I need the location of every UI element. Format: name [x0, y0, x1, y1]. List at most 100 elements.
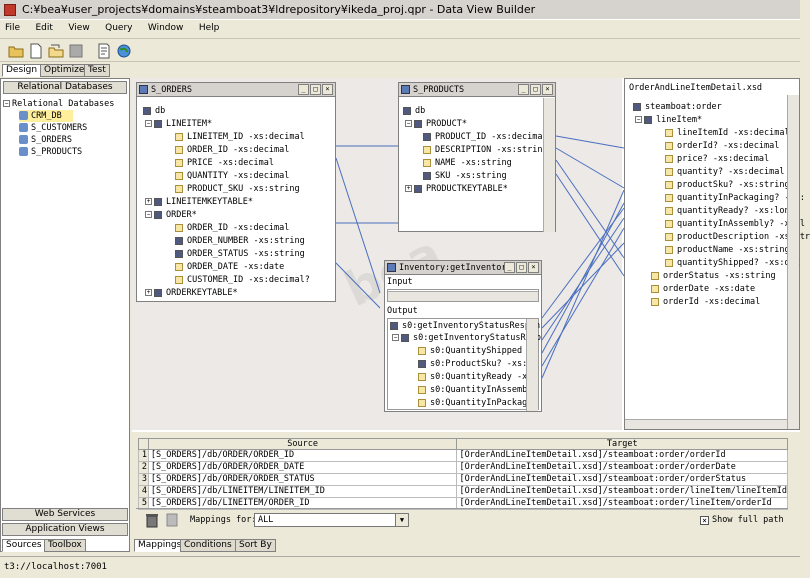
tab-conditions[interactable]: Conditions — [180, 539, 236, 552]
input-box[interactable] — [387, 289, 539, 302]
tree-field[interactable]: ORDER_ID -xs:decimal — [175, 144, 289, 156]
maximize-button[interactable]: □ — [530, 84, 541, 95]
close-button[interactable]: × — [528, 262, 539, 273]
tree-field[interactable]: productName -xs:string — [665, 244, 790, 256]
tree-field[interactable]: price? -xs:decimal — [665, 153, 769, 165]
vertical-scrollbar[interactable] — [543, 98, 555, 232]
output-box[interactable]: s0:getInventoryStatusRespon −s0:getInven… — [387, 318, 541, 411]
show-full-path-checkbox[interactable]: × — [700, 516, 709, 525]
tree-item-crm-db[interactable]: CRM_DB — [19, 110, 73, 122]
table-row[interactable]: 3[S_ORDERS]/db/ORDER/ORDER_STATUS[OrderA… — [138, 473, 788, 486]
tree-field[interactable]: QUANTITY -xs:decimal — [175, 170, 289, 182]
tree-field[interactable]: DESCRIPTION -xs:string — [423, 144, 548, 156]
tree-field[interactable]: s0:ProductSku? -xs:st — [418, 358, 537, 370]
source-cell[interactable]: [S_ORDERS]/db/ORDER/ORDER_DATE — [147, 461, 458, 474]
inventory-title-bar[interactable]: Inventory:getInventor _□× — [385, 261, 541, 275]
tree-node-order[interactable]: −ORDER* — [145, 210, 197, 220]
tree-field[interactable]: s0:QuantityInPackagi — [418, 397, 532, 409]
minimize-button[interactable]: _ — [298, 84, 309, 95]
close-button[interactable]: × — [542, 84, 553, 95]
tree-field[interactable]: orderId? -xs:decimal — [665, 140, 779, 152]
source-cell[interactable]: [S_ORDERS]/db/ORDER/ORDER_STATUS — [147, 473, 458, 486]
tree-item-s-orders[interactable]: S_ORDERS — [19, 134, 129, 146]
vertical-scrollbar[interactable] — [787, 95, 799, 429]
trash-icon[interactable] — [144, 512, 160, 528]
tree-node-orderkeytable[interactable]: +ORDERKEYTABLE* — [145, 288, 238, 298]
tree-field[interactable]: s0:QuantityReady -xs — [418, 371, 532, 383]
tree-item-s-customers[interactable]: S_CUSTOMERS — [19, 122, 129, 134]
tree-item-s-products[interactable]: S_PRODUCTS — [19, 146, 129, 158]
tree-field[interactable]: PRICE -xs:decimal — [175, 157, 274, 169]
tree-node-lineitem[interactable]: −lineItem* — [635, 115, 703, 125]
tree-node-steamboat-order[interactable]: steamboat:order — [633, 101, 722, 113]
tree-field[interactable]: orderStatus -xs:string — [651, 270, 776, 282]
tab-optimize[interactable]: Optimize — [40, 64, 89, 77]
target-cell[interactable]: [OrderAndLineItemDetail.xsd]/steamboat:o… — [456, 473, 788, 486]
table-row[interactable]: 5[S_ORDERS]/db/LINEITEM/ORDER_ID[OrderAn… — [138, 497, 788, 510]
tab-test[interactable]: Test — [84, 64, 110, 77]
maximize-button[interactable]: □ — [310, 84, 321, 95]
tab-mappings[interactable]: Mappings — [134, 539, 186, 552]
new-document-icon[interactable] — [28, 43, 44, 59]
tree-field[interactable]: NAME -xs:string — [423, 157, 512, 169]
save-disabled-icon[interactable] — [68, 43, 84, 59]
tree-field[interactable]: quantityReady? -xs:long — [665, 205, 795, 217]
open-folder-icon[interactable] — [8, 43, 24, 59]
globe-icon[interactable] — [116, 43, 132, 59]
tree-node-db[interactable]: db — [403, 105, 425, 117]
vertical-scrollbar[interactable] — [526, 319, 538, 411]
tree-node-lineitemkeytable[interactable]: +LINEITEMKEYTABLE* — [145, 197, 253, 207]
target-cell[interactable]: [OrderAndLineItemDetail.xsd]/steamboat:o… — [456, 461, 788, 474]
web-services-button[interactable]: Web Services — [2, 508, 128, 521]
tab-sort-by[interactable]: Sort By — [235, 539, 276, 552]
edit-disabled-icon[interactable] — [164, 512, 180, 528]
tree-field[interactable]: ORDER_NUMBER -xs:string — [175, 235, 305, 247]
target-cell[interactable]: [OrderAndLineItemDetail.xsd]/steamboat:o… — [456, 449, 788, 462]
horizontal-scrollbar[interactable] — [625, 419, 787, 429]
close-button[interactable]: × — [322, 84, 333, 95]
tree-field[interactable]: CUSTOMER_ID -xs:decimal? — [175, 274, 310, 286]
source-cell[interactable]: [S_ORDERS]/db/LINEITEM/LINEITEM_ID — [147, 485, 458, 498]
tree-field[interactable]: PRODUCT_ID -xs:decimal — [423, 131, 548, 143]
tree-node[interactable]: s0:getInventoryStatusRespon — [390, 320, 540, 332]
menu-window[interactable]: Window — [147, 23, 184, 33]
minimize-button[interactable]: _ — [504, 262, 515, 273]
tree-field[interactable]: PRODUCT_SKU -xs:string — [175, 183, 300, 195]
source-column-header[interactable]: Source — [147, 438, 458, 450]
relational-databases-button[interactable]: Relational Databases — [3, 81, 127, 94]
tree-node[interactable]: −s0:getInventoryStatusResp — [392, 333, 541, 343]
application-views-button[interactable]: Application Views — [2, 523, 128, 536]
tab-design[interactable]: Design — [2, 64, 42, 77]
source-cell[interactable]: [S_ORDERS]/db/LINEITEM/ORDER_ID — [147, 497, 458, 510]
tree-field[interactable]: s0:QuantityShipped -x — [418, 345, 537, 357]
tree-field[interactable]: lineItemId -xs:decimal — [665, 127, 790, 139]
mappings-for-select[interactable]: ALL ▼ — [254, 513, 409, 527]
s-products-window[interactable]: S_PRODUCTS _□× db −PRODUCT* PRODUCT_ID -… — [398, 82, 556, 232]
s-orders-window[interactable]: S_ORDERS _□× db −LINEITEM* LINEITEM_ID -… — [136, 82, 336, 302]
horizontal-scrollbar[interactable] — [388, 291, 538, 301]
tree-field[interactable]: ORDER_STATUS -xs:string — [175, 248, 305, 260]
menu-file[interactable]: File — [5, 23, 21, 33]
target-cell[interactable]: [OrderAndLineItemDetail.xsd]/steamboat:o… — [456, 485, 788, 498]
minimize-button[interactable]: _ — [518, 84, 529, 95]
inventory-window[interactable]: Inventory:getInventor _□× Input Output s… — [384, 260, 542, 412]
tree-field[interactable]: ORDER_DATE -xs:date — [175, 261, 284, 273]
tree-field[interactable]: orderDate -xs:date — [651, 283, 755, 295]
tree-field[interactable]: quantityInPackaging? -xs: — [665, 192, 805, 204]
target-column-header[interactable]: Target — [456, 438, 788, 450]
table-row[interactable]: 4[S_ORDERS]/db/LINEITEM/LINEITEM_ID[Orde… — [138, 485, 788, 498]
tree-field[interactable]: productDescription -xs:str — [665, 231, 810, 243]
open-document-icon[interactable] — [48, 43, 64, 59]
tree-field[interactable]: orderId -xs:decimal — [651, 296, 760, 308]
s-products-title-bar[interactable]: S_PRODUCTS _□× — [399, 83, 555, 97]
tab-sources[interactable]: Sources — [2, 539, 46, 552]
tree-field[interactable]: quantityShipped? -xs:dec — [665, 257, 800, 269]
tab-toolbox[interactable]: Toolbox — [44, 539, 86, 552]
tree-field[interactable]: quantityInAssembly? -xs:l — [665, 218, 805, 230]
maximize-button[interactable]: □ — [516, 262, 527, 273]
tree-field[interactable]: SKU -xs:string — [423, 170, 507, 182]
menu-edit[interactable]: Edit — [35, 23, 53, 33]
menu-help[interactable]: Help — [198, 23, 220, 33]
tree-node-lineitem[interactable]: −LINEITEM* — [145, 119, 213, 129]
target-schema-panel[interactable]: OrderAndLineItemDetail.xsd steamboat:ord… — [624, 78, 810, 430]
